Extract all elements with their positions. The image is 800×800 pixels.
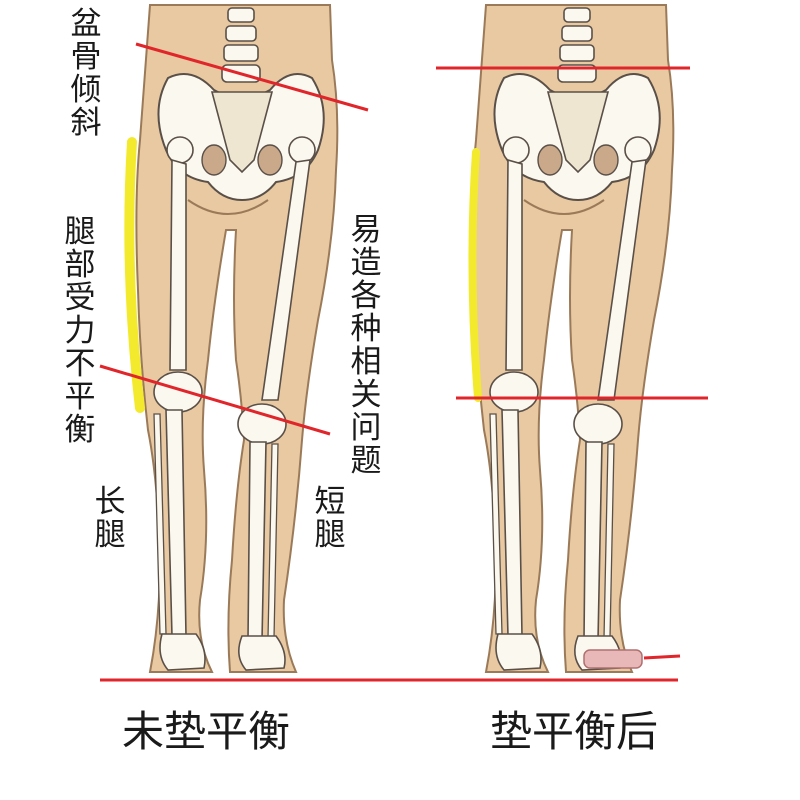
knee-tilt-line (99, 364, 331, 436)
long-leg-highlight-after (468, 148, 482, 402)
figure-after (468, 4, 675, 673)
pelvis-tilt-line (135, 42, 369, 112)
leg-force-unbalanced-label: 腿部受力不平衡 (64, 214, 96, 448)
figure-before (99, 4, 369, 673)
heel-insert-pad (583, 649, 643, 669)
short-leg-label: 短腿 (314, 484, 346, 553)
long-leg-highlight (124, 137, 145, 413)
long-leg-label: 长腿 (94, 484, 126, 553)
caption-before: 未垫平衡 (122, 707, 291, 756)
related-problems-label: 易造各种相关问题 (350, 212, 382, 479)
caption-after: 垫平衡后 (490, 707, 659, 756)
pelvis-tilt-label: 盆骨倾斜 (70, 6, 102, 141)
heel-pad-pointer (643, 654, 681, 660)
